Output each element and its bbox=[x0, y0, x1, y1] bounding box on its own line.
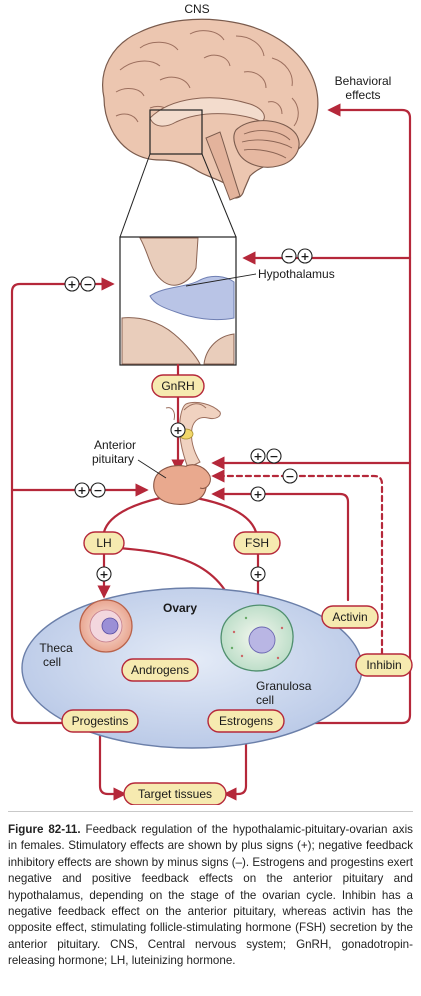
svg-text:+: + bbox=[99, 568, 108, 581]
arrow-activin-to-pituitary bbox=[211, 487, 350, 602]
sign-gnrh-plus: + bbox=[170, 422, 186, 438]
svg-text:−: − bbox=[93, 484, 102, 497]
svg-text:+: + bbox=[173, 424, 182, 437]
sign-pituitary-estrogens-minus: − bbox=[266, 448, 282, 464]
svg-text:Androgens: Androgens bbox=[131, 663, 189, 677]
svg-text:GnRH: GnRH bbox=[161, 379, 194, 393]
sign-hypothalamus-left-plus: + bbox=[64, 276, 80, 292]
arrow-progestins-to-target bbox=[98, 730, 127, 801]
androgens-pill: Androgens bbox=[121, 658, 199, 682]
arrow-progestins-to-hypothalamus bbox=[10, 277, 115, 725]
activin-pill: Activin bbox=[321, 605, 379, 629]
caption-text: Feedback regulation of the hypothalamic-… bbox=[8, 823, 413, 968]
granulosa-cell-label-line1: Granulosa bbox=[256, 679, 312, 693]
sign-hypothalamus-right-minus: − bbox=[281, 248, 297, 264]
svg-text:+: + bbox=[67, 278, 76, 291]
behavioral-effects-label-line2: effects bbox=[345, 88, 380, 102]
lh-pill: LH bbox=[83, 531, 125, 555]
zoom-box bbox=[149, 109, 203, 155]
feedback-diagram: CNS Hypothalamus Behavioral effects bbox=[10, 2, 413, 805]
sign-pituitary-left-plus: + bbox=[74, 482, 90, 498]
granulosa-cell bbox=[220, 604, 294, 672]
svg-text:−: − bbox=[83, 278, 92, 291]
figure-number: Figure 82-11. bbox=[8, 823, 81, 836]
sign-fsh-plus: + bbox=[250, 566, 266, 582]
svg-text:+: + bbox=[253, 488, 262, 501]
svg-text:+: + bbox=[253, 450, 262, 463]
svg-text:−: − bbox=[284, 250, 293, 263]
behavioral-effects-label-line1: Behavioral bbox=[335, 74, 392, 88]
sign-pituitary-left-minus: − bbox=[90, 482, 106, 498]
svg-text:+: + bbox=[253, 568, 262, 581]
sign-inhibin-minus: − bbox=[282, 468, 298, 484]
arrow-estrogens-to-behavior bbox=[280, 103, 412, 725]
svg-text:Progestins: Progestins bbox=[72, 714, 129, 728]
svg-text:Estrogens: Estrogens bbox=[219, 714, 273, 728]
svg-text:+: + bbox=[77, 484, 86, 497]
sign-pituitary-estrogens-plus: + bbox=[250, 448, 266, 464]
ovary-label: Ovary bbox=[163, 601, 197, 615]
sign-hypothalamus-right-plus: + bbox=[297, 248, 313, 264]
arrow-pituitary-to-lh bbox=[102, 496, 162, 534]
svg-text:−: − bbox=[285, 470, 294, 483]
granulosa-cell-label-line2: cell bbox=[256, 693, 274, 707]
hypothalamus-label: Hypothalamus bbox=[258, 267, 335, 281]
theca-cell-label-line1: Theca bbox=[39, 641, 73, 655]
svg-text:FSH: FSH bbox=[245, 536, 269, 550]
target-tissues-pill: Target tissues bbox=[123, 782, 227, 805]
brain-illustration bbox=[102, 18, 319, 201]
arrow-estrogens-to-target bbox=[223, 730, 248, 801]
gnrh-pill: GnRH bbox=[151, 374, 205, 398]
svg-text:−: − bbox=[269, 450, 278, 463]
sign-hypothalamus-left-minus: − bbox=[80, 276, 96, 292]
hypothalamus-inset bbox=[119, 236, 257, 366]
svg-text:Activin: Activin bbox=[332, 610, 367, 624]
estrogens-pill: Estrogens bbox=[207, 709, 285, 733]
svg-text:Inhibin: Inhibin bbox=[366, 658, 401, 672]
anterior-pituitary-label-line1: Anterior bbox=[94, 438, 136, 452]
inhibin-pill: Inhibin bbox=[355, 653, 413, 677]
arrow-inhibin-to-pituitary bbox=[211, 469, 384, 656]
pituitary-illustration bbox=[153, 401, 221, 505]
anterior-pituitary-label-line2: pituitary bbox=[92, 452, 134, 466]
svg-text:LH: LH bbox=[96, 536, 111, 550]
theca-cell bbox=[79, 599, 133, 653]
progestins-pill: Progestins bbox=[61, 709, 139, 733]
sign-lh-plus: + bbox=[96, 566, 112, 582]
figure-caption: Figure 82-11. Feedback regulation of the… bbox=[8, 822, 413, 970]
arrow-pituitary-to-fsh bbox=[194, 496, 258, 534]
sign-activin-plus: + bbox=[250, 486, 266, 502]
cns-label: CNS bbox=[184, 2, 209, 16]
fsh-pill: FSH bbox=[233, 531, 281, 555]
svg-text:+: + bbox=[300, 250, 309, 263]
caption-divider bbox=[8, 811, 413, 812]
svg-text:Target tissues: Target tissues bbox=[138, 787, 212, 801]
theca-cell-label-line2: cell bbox=[43, 655, 61, 669]
